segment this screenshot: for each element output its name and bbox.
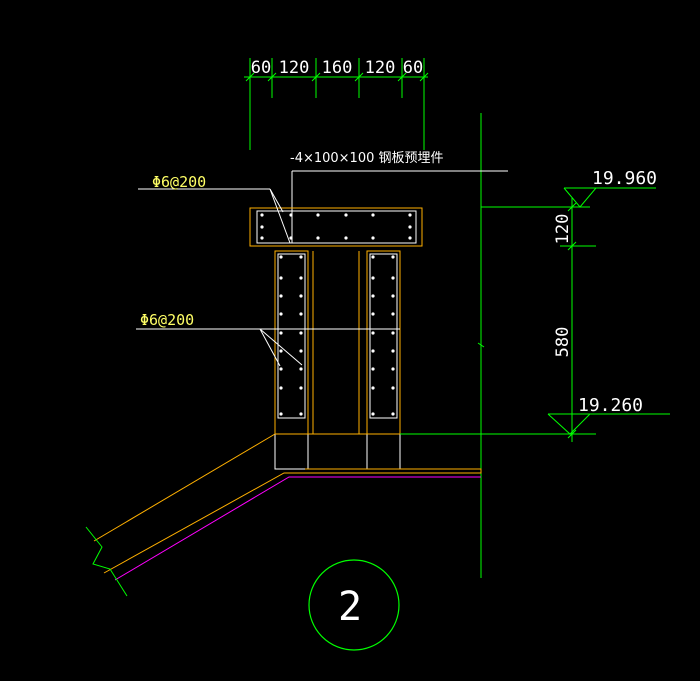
rebar-dot <box>279 294 283 298</box>
slope-edge-lower <box>103 468 482 574</box>
break-line <box>85 526 128 597</box>
top-dim-tick-5 <box>397 72 407 82</box>
rebar-dot <box>299 294 303 298</box>
rebar-dot <box>299 331 303 335</box>
slope-ground-line <box>114 476 481 581</box>
rebar-upper-leader-b <box>269 188 284 213</box>
top-dim-tick-4 <box>354 72 364 82</box>
rebar-dot <box>279 386 283 390</box>
top-dim-tick-3 <box>311 72 321 82</box>
elev-bottom-marker <box>547 413 592 435</box>
rebar-dot <box>289 213 293 217</box>
leg-rebar-dots <box>279 255 395 416</box>
rebar-dot <box>371 412 375 416</box>
rebar-dot <box>299 312 303 316</box>
right-leg-edge <box>366 250 401 435</box>
rebar-label-lower: Φ6@200 <box>140 311 194 329</box>
rebar-dot <box>391 312 395 316</box>
elevation-top: 19.960 <box>592 168 657 189</box>
right-leg-rebar-cage <box>369 253 398 419</box>
top-dim-label-4: 120 <box>365 58 396 78</box>
rebar-dot <box>371 276 375 280</box>
right-dim-tick-2 <box>567 241 577 251</box>
rebar-dot <box>408 236 412 240</box>
rebar-dot <box>344 236 348 240</box>
rebar-dot <box>371 236 375 240</box>
rebar-dot <box>316 236 320 240</box>
rebar-dot <box>279 367 283 371</box>
top-dim-tick-6 <box>419 72 429 82</box>
right-dim-tick-3 <box>567 429 577 439</box>
plate-note-leader <box>291 170 508 243</box>
rebar-dot <box>371 349 375 353</box>
rebar-dot <box>316 213 320 217</box>
rebar-dot <box>391 349 395 353</box>
rebar-dot <box>279 255 283 259</box>
rebar-dot <box>299 386 303 390</box>
rebar-dot <box>371 294 375 298</box>
rebar-dot <box>279 349 283 353</box>
rebar-dot <box>391 386 395 390</box>
top-dim-label-1: 60 <box>251 58 271 78</box>
rebar-dot <box>260 213 264 217</box>
rebar-dot <box>391 412 395 416</box>
rebar-dot <box>344 213 348 217</box>
cap-beam-rebar-cage <box>256 210 417 244</box>
rebar-dot <box>279 312 283 316</box>
rebar-dot <box>299 349 303 353</box>
rebar-lower-leader-a <box>259 328 303 366</box>
rebar-dot <box>289 236 293 240</box>
right-dim-tick-1 <box>567 202 577 212</box>
detail-bubble <box>308 559 400 651</box>
rebar-dot <box>299 276 303 280</box>
leg-gap-edge <box>312 251 360 435</box>
rebar-dot <box>391 331 395 335</box>
rebar-dot <box>391 294 395 298</box>
rebar-dot <box>260 225 264 229</box>
rebar-dot <box>279 276 283 280</box>
vertical-dim-lower: 580 <box>553 327 573 358</box>
cap-beam-rebar-dots <box>260 213 412 240</box>
rebar-dot <box>279 412 283 416</box>
rebar-dot <box>371 312 375 316</box>
top-dim-label-2: 120 <box>279 58 310 78</box>
rebar-dot <box>299 367 303 371</box>
plate-note-text: -4×100×100 钢板预埋件 <box>290 151 444 166</box>
rebar-dot <box>371 386 375 390</box>
rebar-dot <box>391 276 395 280</box>
detail-number: 2 <box>338 584 362 630</box>
rebar-dot <box>299 255 303 259</box>
rebar-dot <box>391 255 395 259</box>
cap-beam-outline <box>249 207 423 247</box>
top-dimension-chain <box>244 58 429 150</box>
top-dim-label-3: 160 <box>322 58 353 78</box>
top-dim-label-5: 60 <box>403 58 423 78</box>
rebar-label-upper: Φ6@200 <box>152 173 206 191</box>
rebar-dot <box>371 331 375 335</box>
axis-break-mark <box>477 342 485 348</box>
rebar-dot <box>279 331 283 335</box>
rebar-dot <box>391 367 395 371</box>
rebar-dot <box>408 213 412 217</box>
rebar-dot <box>371 367 375 371</box>
top-dim-tick-2 <box>267 72 277 82</box>
rebar-dot <box>371 213 375 217</box>
right-dimension <box>400 187 670 442</box>
elevation-bottom: 19.260 <box>578 395 643 416</box>
rebar-upper-leader-a <box>269 188 291 244</box>
rebar-dot <box>299 412 303 416</box>
top-dimension-labels: 60 120 160 120 60 <box>251 58 423 78</box>
rebar-dot <box>260 236 264 240</box>
slope-edge-upper <box>93 433 276 542</box>
rebar-leaders <box>136 188 400 367</box>
rebar-lower-leader-b <box>259 328 281 367</box>
left-leg-rebar-cage <box>277 253 306 419</box>
top-dim-tick-1 <box>245 72 255 82</box>
rebar-dot <box>371 255 375 259</box>
rebar-dot <box>408 225 412 229</box>
vertical-dim-upper: 120 <box>553 214 573 245</box>
